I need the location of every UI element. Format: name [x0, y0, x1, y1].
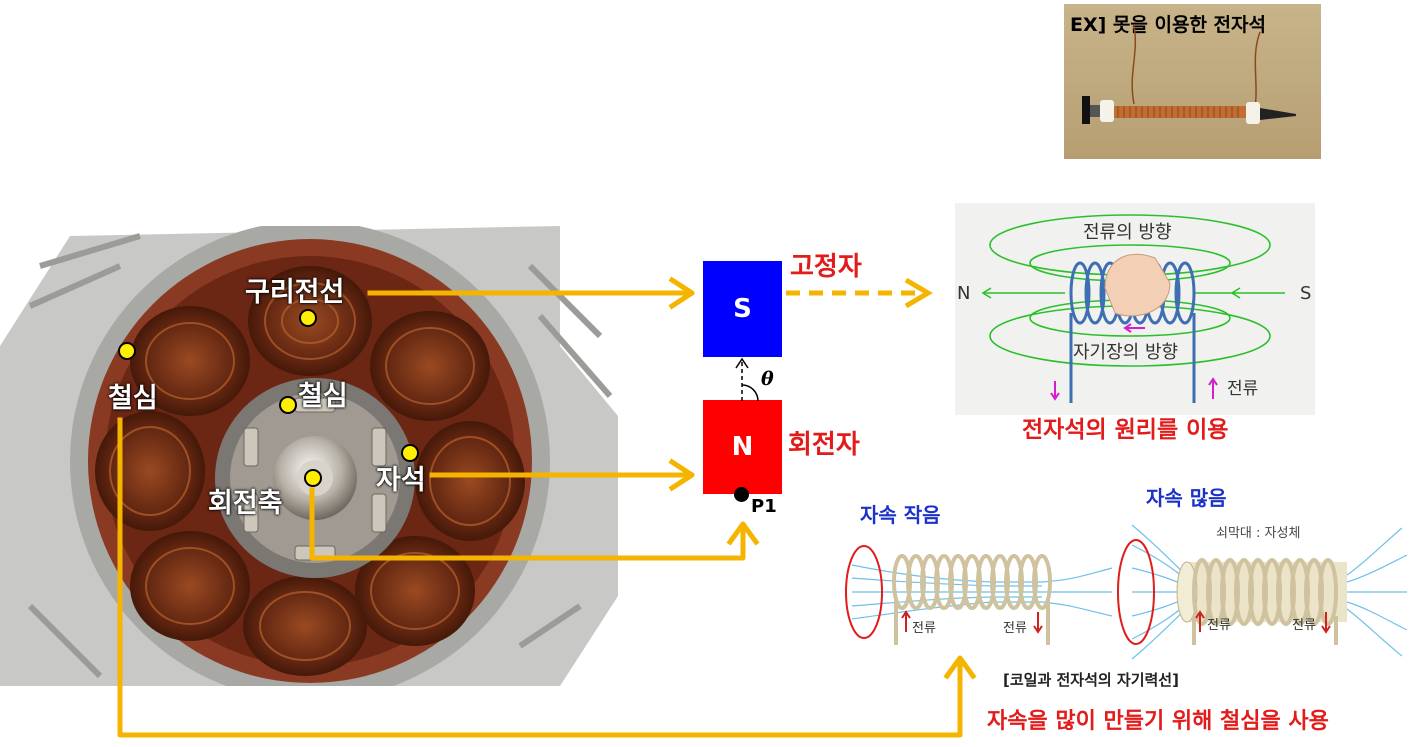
angle-theta: θ [761, 368, 774, 390]
label-iron-core-outer: 철심 [108, 383, 158, 414]
arrow-core-to-coils [117, 417, 963, 738]
nail-coil-illustration [1082, 25, 1296, 124]
angle-indicator [735, 357, 759, 402]
label-rotation-axis: 회전축 [208, 488, 283, 519]
field-direction-label: 자기장의 방향 [1073, 342, 1179, 363]
marker-dot-iron-core-inner [279, 396, 297, 414]
marker-dot-copper-wire [299, 309, 317, 327]
conclusion-text: 자속을 많이 만들기 위해 철심을 사용 [987, 709, 1329, 734]
coil-current-left-1: 전류 [912, 621, 936, 636]
stator-pole-box: S [703, 261, 782, 357]
photo-caption: EX] 못을 이용한 전자석 [1070, 14, 1266, 36]
marker-dot-rotation-axis [304, 469, 322, 487]
rotor-label: 회전자 [788, 430, 860, 460]
pole-s-label: S [1300, 283, 1312, 304]
marker-dot-magnet [401, 444, 419, 462]
label-magnet: 자석 [376, 465, 426, 496]
core-note: 쇠막대 : 자성체 [1216, 526, 1301, 541]
stator-label: 고정자 [790, 252, 862, 282]
current-label: 전류 [1227, 379, 1259, 399]
coil-caption: [코일과 전자석의 자기력선] [1003, 671, 1179, 689]
electromagnet-principle: 전자석의 원리를 이용 [1022, 417, 1229, 443]
pole-n-label: N [957, 283, 971, 304]
coil-current-left-2: 전류 [1003, 621, 1027, 636]
coil-comparison-diagram [845, 524, 1408, 660]
coil-current-right-1: 전류 [1207, 618, 1231, 633]
electromagnet-field-diagram [955, 203, 1315, 415]
marker-dot-iron-core-outer [118, 342, 136, 360]
arrow-axis-to-p1 [309, 487, 746, 561]
point-p1-dot [734, 487, 749, 502]
nail-electromagnet-photo: EX] 못을 이용한 전자석 [1064, 4, 1321, 159]
current-direction-label: 전류의 방향 [1083, 222, 1172, 243]
point-p1-label: P1 [751, 496, 777, 517]
rotor-pole-box: N [703, 400, 782, 494]
label-copper-wire: 구리전선 [245, 277, 345, 308]
high-flux-label: 자속 많음 [1146, 486, 1227, 510]
label-iron-core-inner: 철심 [298, 381, 348, 412]
coil-current-right-2: 전류 [1292, 618, 1316, 633]
low-flux-label: 자속 작음 [860, 503, 941, 527]
motor-photo [0, 226, 618, 686]
